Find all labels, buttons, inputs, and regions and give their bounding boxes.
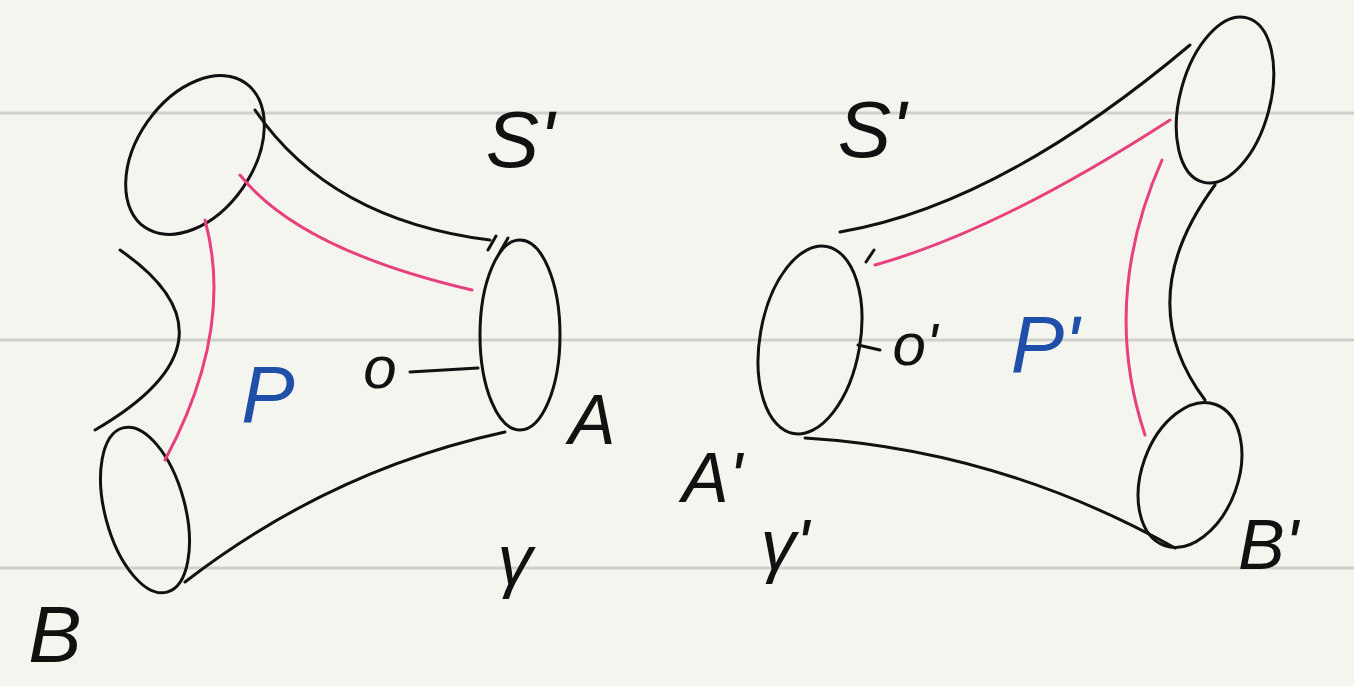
ruled-lines [0, 113, 1354, 568]
handwritten-label: P [241, 350, 294, 439]
seams [165, 120, 1170, 460]
label-slot: S' [486, 100, 555, 180]
right-pants [744, 6, 1290, 562]
handwritten-label: P' [1011, 300, 1080, 389]
label-slot: A' [682, 443, 742, 513]
label-slot: B [28, 595, 81, 675]
handwritten-label: o' [893, 311, 938, 378]
label-slot: P' [1011, 305, 1080, 385]
handwritten-label: S' [838, 85, 907, 174]
label-slot: A [569, 385, 616, 455]
handwritten-label: A' [682, 439, 742, 517]
handwritten-label: A [569, 381, 616, 459]
left-pants [84, 50, 560, 603]
handwritten-label: B [28, 590, 81, 679]
handwritten-label: B' [1238, 506, 1298, 584]
handwritten-label: S' [486, 95, 555, 184]
handwritten-label: o [363, 334, 396, 401]
handwritten-label: γ' [761, 506, 809, 584]
handwritten-label: γ [498, 521, 533, 599]
label-slot: S' [838, 90, 907, 170]
label-slot: γ' [761, 510, 809, 580]
label-slot: o' [893, 315, 938, 375]
label-slot: B' [1238, 510, 1298, 580]
label-slot: P [241, 355, 294, 435]
label-slot: o [363, 338, 396, 398]
label-slot: γ [498, 525, 533, 595]
